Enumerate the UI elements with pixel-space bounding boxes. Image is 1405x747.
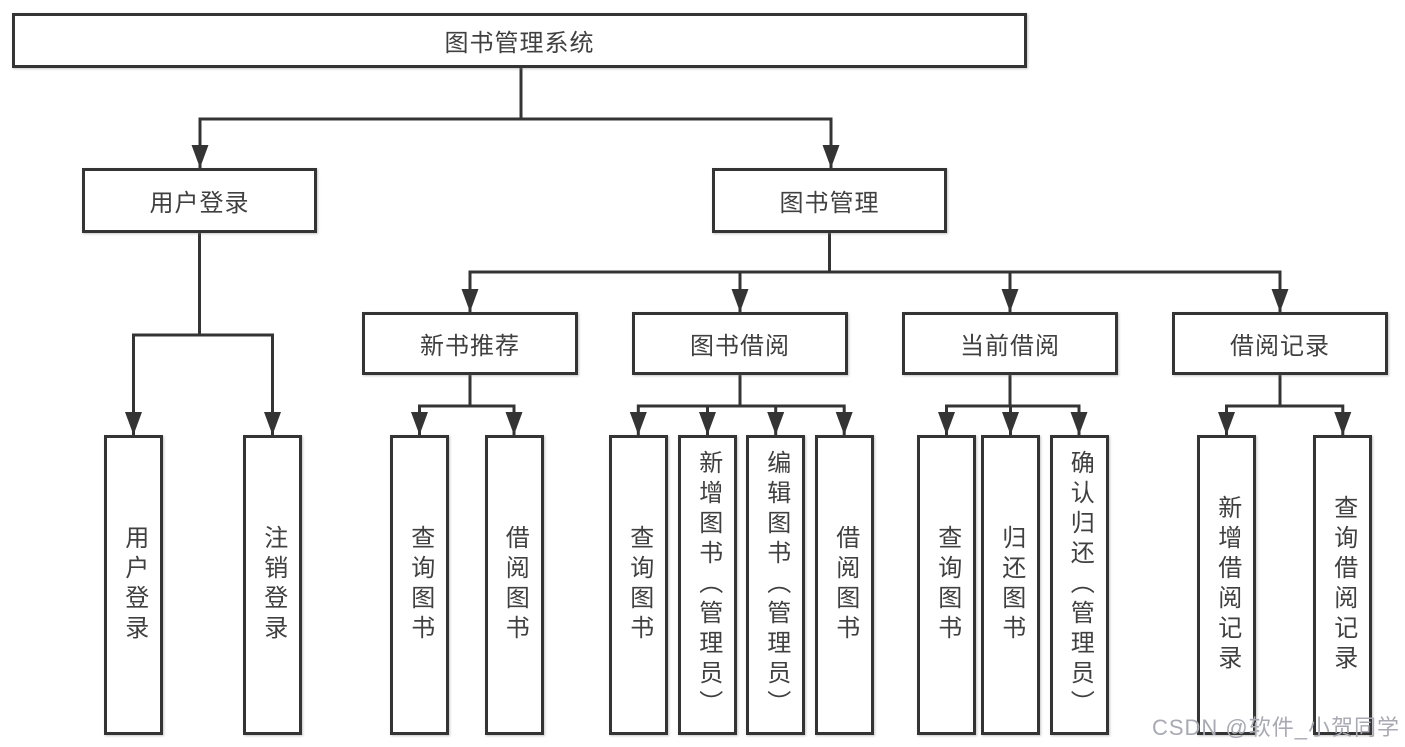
leaf-borrow-books-borrowing: 借阅图书 xyxy=(815,435,874,735)
leaf-user-login: 用户登录 xyxy=(104,435,163,735)
leaf-query-books-borrowing: 查询图书 xyxy=(609,435,668,735)
leaf-borrow-books-borrowing-label: 借阅图书 xyxy=(831,525,859,645)
leaf-logout: 注销登录 xyxy=(243,435,302,735)
leaf-add-book-admin-label: 新增图书（管理员） xyxy=(694,450,722,720)
leaf-query-books-recommend-label: 查询图书 xyxy=(406,525,434,645)
leaf-query-books-current: 查询图书 xyxy=(917,435,976,735)
node-current-borrowing: 当前借阅 xyxy=(902,312,1118,375)
leaf-query-borrow-record-label: 查询借阅记录 xyxy=(1329,495,1357,675)
leaf-edit-book-admin: 编辑图书（管理员） xyxy=(746,435,805,735)
leaf-add-borrow-record: 新增借阅记录 xyxy=(1197,435,1256,735)
node-book-management: 图书管理 xyxy=(712,168,947,233)
node-new-book-recommendation-label: 新书推荐 xyxy=(420,333,520,360)
leaf-borrow-books-recommend-label: 借阅图书 xyxy=(501,525,529,645)
leaf-return-book-label: 归还图书 xyxy=(997,525,1025,645)
node-user-login-label: 用户登录 xyxy=(149,190,250,217)
leaf-add-book-admin: 新增图书（管理员） xyxy=(678,435,737,735)
leaf-confirm-return-admin-label: 确认归还（管理员） xyxy=(1066,450,1094,720)
leaf-user-login-label: 用户登录 xyxy=(120,525,148,645)
node-current-borrowing-label: 当前借阅 xyxy=(960,333,1060,360)
leaf-edit-book-admin-label: 编辑图书（管理员） xyxy=(762,450,790,720)
leaf-logout-label: 注销登录 xyxy=(259,525,287,645)
arrowheads xyxy=(125,145,1352,435)
node-borrowing-records-label: 借阅记录 xyxy=(1230,333,1330,360)
leaf-query-borrow-record: 查询借阅记录 xyxy=(1313,435,1372,735)
node-book-management-label: 图书管理 xyxy=(779,190,880,217)
leaf-add-borrow-record-label: 新增借阅记录 xyxy=(1213,495,1241,675)
node-new-book-recommendation: 新书推荐 xyxy=(362,312,578,375)
node-book-borrowing-label: 图书借阅 xyxy=(690,333,790,360)
csdn-watermark: CSDN @软件_小贺同学 xyxy=(1151,715,1400,740)
leaf-borrow-books-recommend: 借阅图书 xyxy=(484,435,544,735)
leaf-query-books-borrowing-label: 查询图书 xyxy=(625,525,653,645)
node-user-login: 用户登录 xyxy=(82,168,317,233)
node-borrowing-records: 借阅记录 xyxy=(1172,312,1388,375)
leaf-confirm-return-admin: 确认归还（管理员） xyxy=(1049,435,1109,735)
node-root-label: 图书管理系统 xyxy=(444,30,595,57)
leaf-query-books-current-label: 查询图书 xyxy=(933,525,961,645)
node-root: 图书管理系统 xyxy=(12,13,1027,68)
leaf-query-books-recommend: 查询图书 xyxy=(390,435,449,735)
leaf-return-book: 归还图书 xyxy=(981,435,1040,735)
node-book-borrowing: 图书借阅 xyxy=(632,312,848,375)
